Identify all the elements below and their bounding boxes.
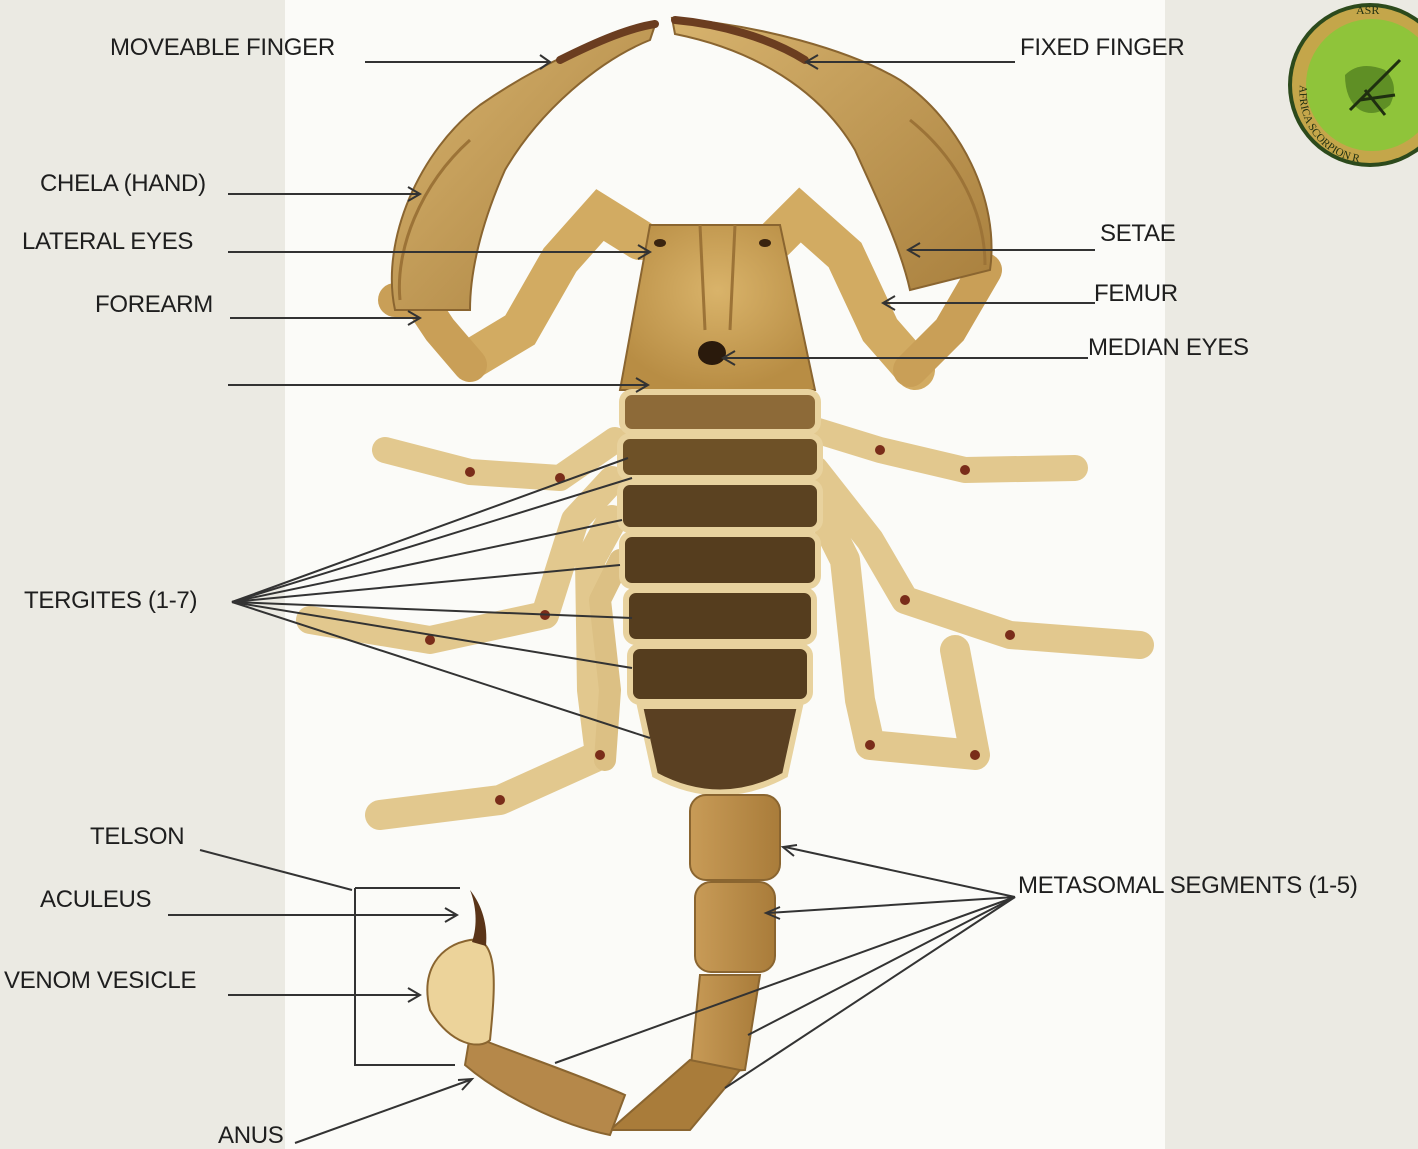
svg-text:AFRICA SCORPION R: AFRICA SCORPION R bbox=[1296, 85, 1361, 165]
logo-ring-text: AFRICA SCORPION R bbox=[1296, 85, 1361, 165]
logo-monogram: ASR bbox=[1356, 3, 1379, 17]
